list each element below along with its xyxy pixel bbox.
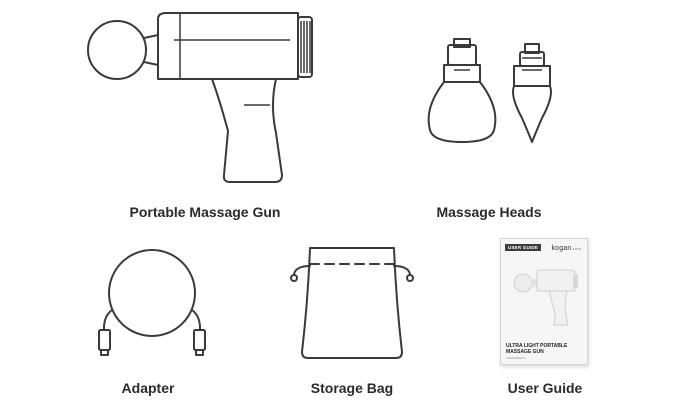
massage-heads-illustration (418, 38, 568, 153)
massage-gun-illustration (80, 5, 330, 190)
guide-brand-name: kogan (551, 245, 572, 252)
storage-bag-illustration (286, 240, 418, 365)
guide-massage-gun-photo (513, 269, 578, 326)
guide-title-line2: MASSAGE GUN (506, 349, 544, 355)
guide-product-code: KAGMASGUN (506, 356, 526, 360)
guide-brand-logo: kogan.com (551, 245, 581, 252)
guide-title: ULTRA LIGHT PORTABLE MASSAGE GUN (506, 343, 584, 355)
flat-head-icon (427, 38, 497, 143)
guide-title-line1: ULTRA LIGHT PORTABLE (506, 343, 568, 349)
adapter-caption: Adapter (121, 380, 175, 396)
user-guide-booklet: USER GUIDE kogan.com ULTRA LIGHT PORTABL… (500, 238, 588, 365)
adapter-illustration (90, 248, 220, 363)
guide-brand-suffix: .com (571, 246, 581, 251)
guide-tag: USER GUIDE (505, 244, 542, 251)
massage-heads-caption: Massage Heads (436, 204, 542, 220)
storage-bag-caption: Storage Bag (310, 380, 394, 396)
user-guide-caption: User Guide (507, 380, 583, 396)
massage-gun-caption: Portable Massage Gun (129, 204, 281, 220)
bullet-head-icon (512, 43, 552, 143)
